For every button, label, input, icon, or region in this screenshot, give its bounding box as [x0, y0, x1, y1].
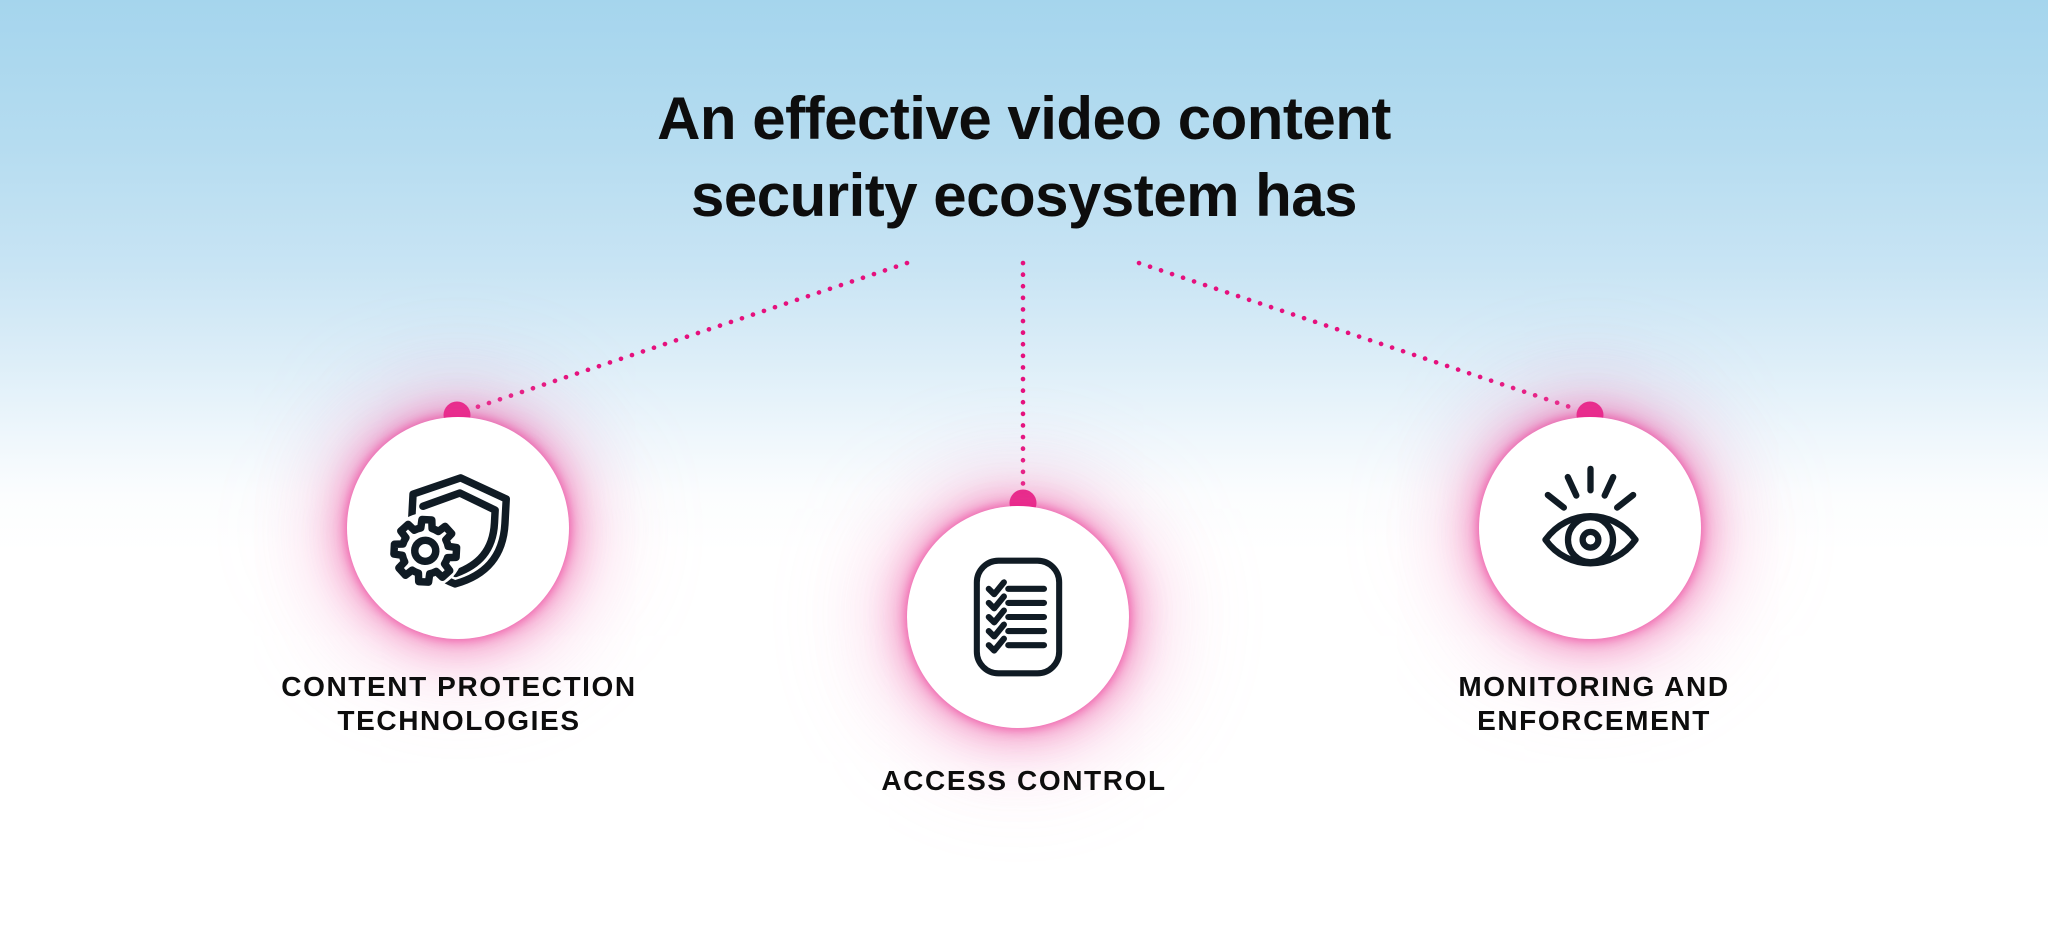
page-title: An effective video content security ecos…	[0, 80, 2048, 234]
shield-gear-icon	[388, 474, 510, 589]
node-circle-access-control	[907, 506, 1129, 728]
connector-line-left	[465, 260, 910, 413]
checklist-icon	[973, 557, 1063, 677]
eye-icon	[1541, 465, 1639, 567]
node-circle-content-protection	[347, 417, 569, 639]
connector-line-right	[1136, 260, 1582, 413]
node-label-content-protection: CONTENT PROTECTION TECHNOLOGIES	[281, 670, 636, 738]
node-label-line: ENFORCEMENT	[1477, 705, 1711, 736]
page-title-line-2: security ecosystem has	[690, 162, 1358, 229]
node-label-line: ACCESS CONTROL	[881, 765, 1167, 796]
node-label-line: CONTENT PROTECTION	[281, 671, 637, 702]
dotted-connector-group	[465, 260, 1582, 494]
node-circle-monitoring	[1479, 417, 1701, 639]
node-label-access-control: ACCESS CONTROL	[881, 764, 1166, 798]
node-label-line: TECHNOLOGIES	[337, 705, 581, 736]
page-title-line-1: An effective video content	[657, 85, 1391, 152]
node-label-line: MONITORING AND	[1458, 671, 1730, 702]
node-label-monitoring: MONITORING AND ENFORCEMENT	[1458, 670, 1729, 738]
